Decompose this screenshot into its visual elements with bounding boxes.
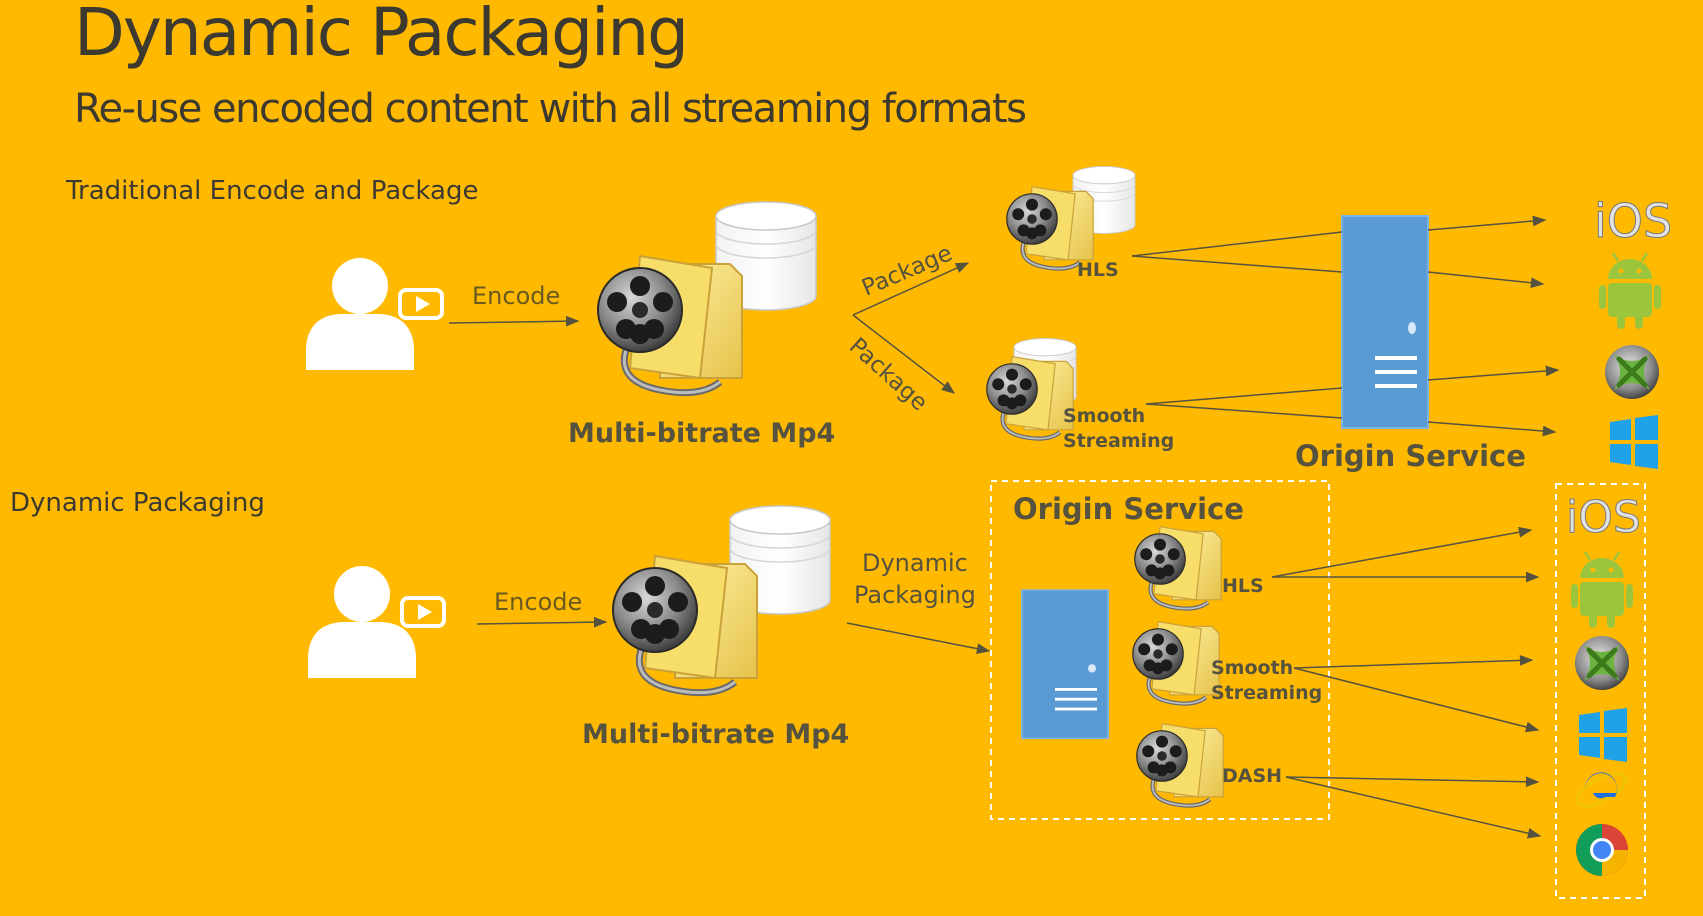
origin-service-box [990,480,1330,820]
xbox-icon-dynamic [1575,636,1629,690]
user-icon [304,256,444,372]
arrow-to-ios [1427,215,1547,231]
package-label-upper: Package [858,240,956,301]
dynamic-packaging-line1: Dynamic [862,549,968,577]
encode-label-dynamic: Encode [494,588,582,616]
dynamic-packaging-arrow [846,622,991,654]
windows-icon [1610,415,1658,469]
smooth-label-dynamic-line2: Streaming [1211,682,1322,704]
origin-server-icon [1341,215,1429,429]
package-label-lower: Package [844,333,932,416]
origin-service-label-dynamic: Origin Service [1013,492,1244,526]
section-label-dynamic: Dynamic Packaging [10,488,265,518]
user-icon-dynamic [306,564,446,680]
dash-label: DASH [1222,765,1282,787]
encode-arrow-dynamic [476,616,608,628]
chrome-icon [1576,824,1628,876]
slide-subtitle: Re-use encoded content with all streamin… [74,86,1027,132]
android-icon-dynamic [1569,550,1635,630]
hls-label: HLS [1077,259,1119,281]
xbox-icon [1605,345,1659,399]
android-icon [1597,251,1663,331]
clients-box [1555,483,1646,899]
origin-server-icon-dynamic [1021,589,1109,740]
smooth-film-icon-dynamic [1133,622,1219,704]
film-folder-icon-dynamic [613,556,757,693]
smooth-label-dynamic-line1: Smooth [1211,657,1293,679]
hls-film-icon-dynamic [1135,527,1221,609]
smooth-label-line2: Streaming [1063,430,1174,452]
smooth-label-line1: Smooth [1063,405,1145,427]
arrow-to-android [1427,271,1545,289]
internet-explorer-icon [1569,765,1633,815]
encode-arrow [448,315,580,327]
dash-film-icon [1137,724,1223,806]
section-label-traditional: Traditional Encode and Package [66,176,479,206]
ios-icon-dynamic: iOS [1566,492,1641,543]
windows-icon-dynamic [1579,708,1627,762]
mp4-label: Multi-bitrate Mp4 [568,418,835,449]
slide-title: Dynamic Packaging [74,0,689,71]
origin-service-label: Origin Service [1295,439,1526,473]
arrow-to-windows [1427,421,1557,437]
package-arrow-hls [852,262,970,316]
dynamic-packaging-line2: Packaging [854,581,976,609]
ios-icon: iOS [1594,194,1672,248]
hls-film-icon [1007,187,1093,269]
encode-label: Encode [472,282,560,310]
film-folder-icon [598,256,742,393]
smooth-film-icon [987,357,1073,439]
arrow-to-xbox [1427,365,1560,381]
hls-label-dynamic: HLS [1222,575,1264,597]
package-arrow-smooth [852,314,956,394]
mp4-label-dynamic: Multi-bitrate Mp4 [582,719,849,750]
